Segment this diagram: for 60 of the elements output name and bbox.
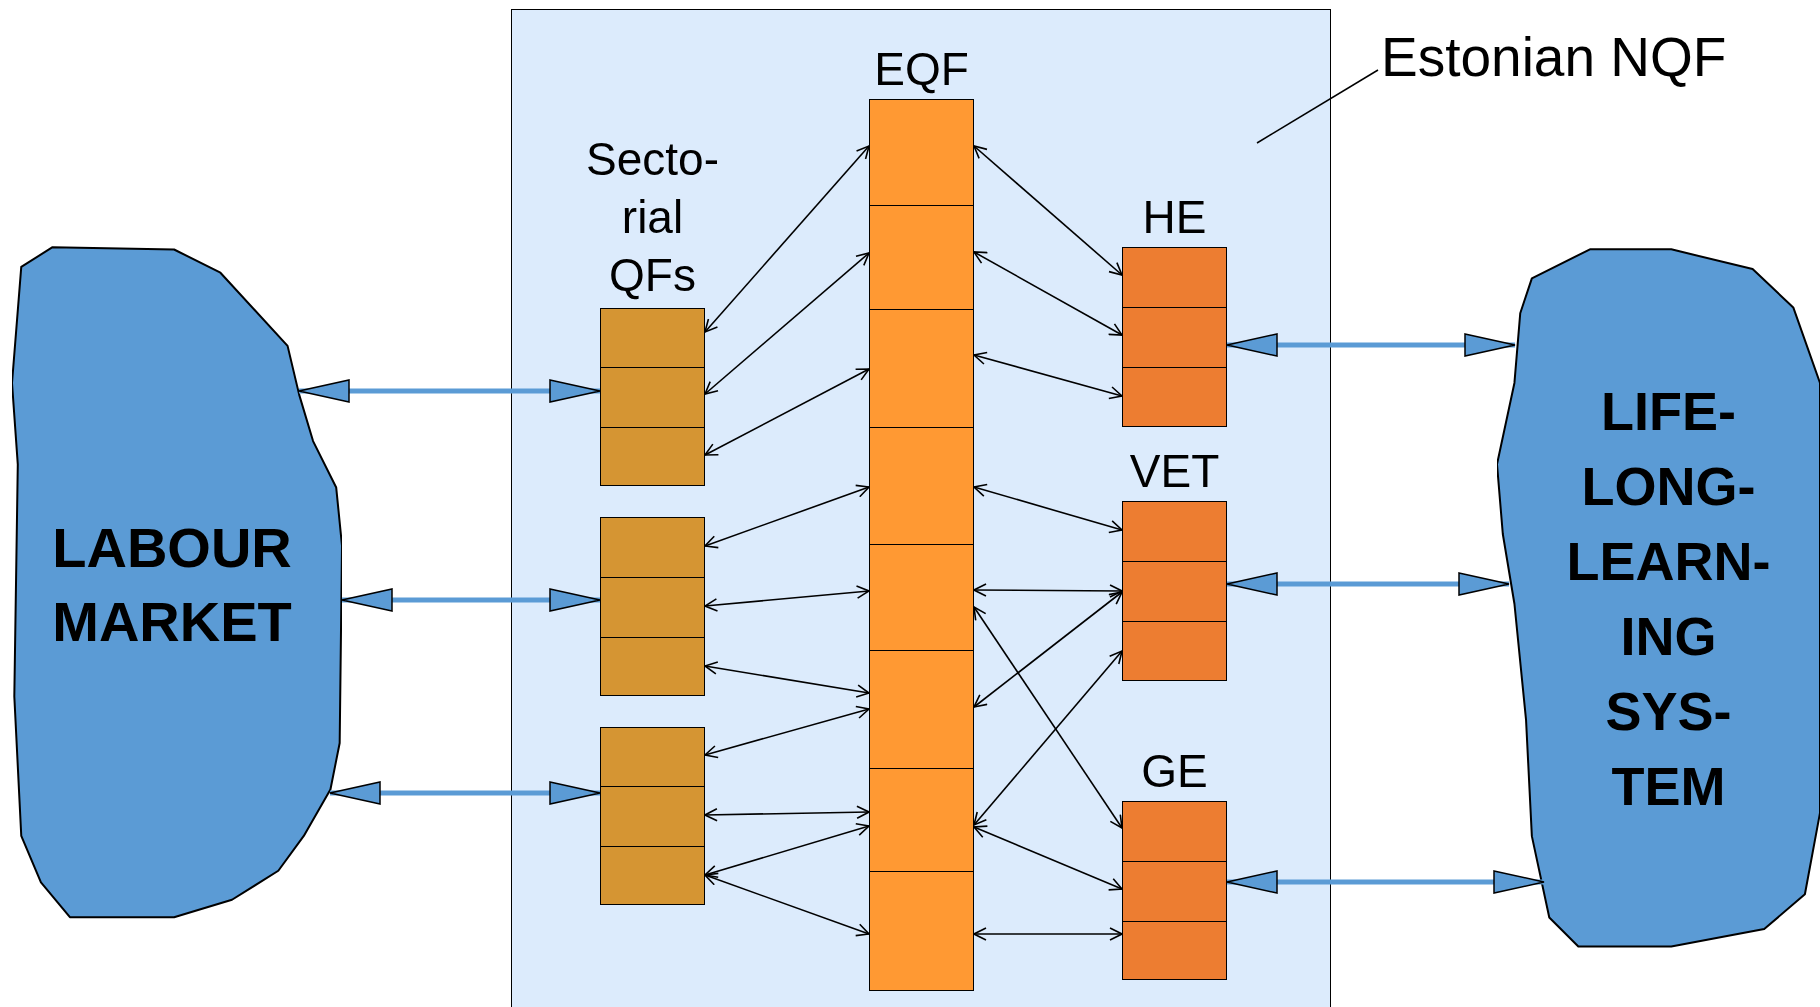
level-cell <box>1122 621 1227 681</box>
level-cell <box>869 205 974 311</box>
arrow <box>973 351 1123 400</box>
level-cell <box>869 309 974 429</box>
level-cell <box>869 871 974 991</box>
arrow <box>973 606 1123 829</box>
arrow <box>704 368 870 456</box>
level-cell <box>600 577 705 639</box>
level-cell <box>869 544 974 652</box>
arrow <box>704 145 870 333</box>
column-label: GE <box>1141 745 1208 799</box>
column-label: HE <box>1142 191 1207 245</box>
level-cell <box>600 846 705 905</box>
arrow <box>973 650 1123 826</box>
blob-label: LABOUR MARKET <box>52 514 292 655</box>
arrow <box>973 927 1123 941</box>
level-cell <box>869 768 974 873</box>
double-arrow <box>1226 333 1516 357</box>
double-arrow <box>341 588 601 612</box>
arrow <box>704 872 870 937</box>
level-cell <box>1122 501 1227 563</box>
column-label: VET <box>1129 445 1220 499</box>
level-cell <box>600 367 705 429</box>
level-cell <box>1122 247 1227 309</box>
arrow <box>973 251 1123 336</box>
arrow <box>704 484 870 549</box>
level-cell <box>869 427 974 546</box>
arrow <box>973 591 1123 708</box>
double-arrow <box>1226 870 1545 894</box>
level-cell <box>600 517 705 579</box>
level-cell <box>1122 921 1227 980</box>
arrow <box>704 805 870 822</box>
arrow <box>704 585 870 612</box>
level-cell <box>600 786 705 848</box>
arrow <box>973 583 1123 598</box>
framework-title: Estonian NQF <box>1381 26 1727 90</box>
level-cell <box>869 99 974 207</box>
arrow <box>704 252 870 395</box>
column-label: Secto- rial QFs <box>586 132 719 303</box>
double-arrow <box>298 379 601 403</box>
level-cell <box>1122 861 1227 923</box>
column-label: EQF <box>874 43 969 97</box>
double-arrow <box>329 781 601 805</box>
level-cell <box>600 427 705 486</box>
level-cell <box>1122 561 1227 623</box>
arrow <box>704 661 870 698</box>
double-arrow <box>1226 572 1510 596</box>
level-cell <box>1122 367 1227 427</box>
level-cell <box>600 727 705 788</box>
level-cell <box>869 650 974 770</box>
arrow <box>973 483 1123 534</box>
arrow <box>973 145 1123 276</box>
blob-label: LIFE- LONG- LEARN- ING SYS- TEM <box>1566 379 1771 818</box>
arrow <box>704 822 870 879</box>
level-cell <box>1122 307 1227 369</box>
level-cell <box>600 637 705 696</box>
arrow <box>973 825 1123 891</box>
arrow <box>704 705 870 759</box>
level-cell <box>600 308 705 369</box>
level-cell <box>1122 801 1227 863</box>
